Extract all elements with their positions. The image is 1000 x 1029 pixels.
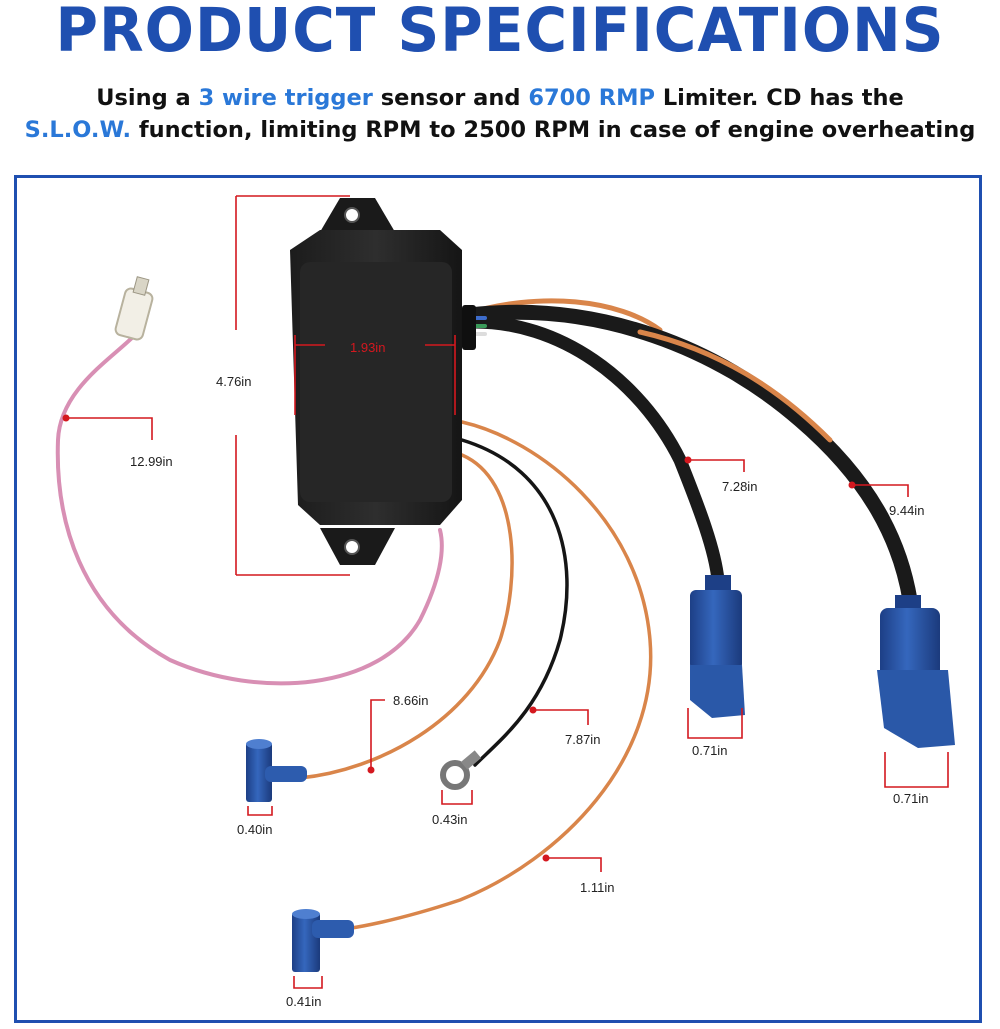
- dot-944: [848, 481, 856, 489]
- dim-043-line: [441, 790, 473, 805]
- cable-clip: [462, 305, 476, 350]
- dim-040-line: [247, 806, 273, 816]
- subtitle-line-2: S.L.O.W. function, limiting RPM to 2500 …: [0, 115, 1000, 145]
- subtitle-highlight: 3 wire trigger: [198, 85, 373, 111]
- dim-944-line: [852, 484, 909, 497]
- mount-hole-top: [344, 207, 360, 223]
- label-conn-small-width: 0.71in: [692, 743, 727, 758]
- dimension-labels: 4.76in 1.93in 12.99in 7.28in 9.44in 8.66…: [130, 340, 928, 1009]
- wires: [55, 298, 918, 932]
- cap-lower-arm: [312, 920, 354, 938]
- ring-terminal-barrel: [460, 750, 482, 770]
- label-orange-wire-2: 1.11in: [580, 880, 614, 895]
- dim-width-line: [294, 335, 456, 415]
- subtitle-highlight: 6700 RMP: [528, 85, 655, 111]
- connector-small-body: [690, 590, 742, 670]
- dim-071-large-line: [884, 752, 949, 788]
- label-connector-large: 9.44in: [889, 503, 924, 518]
- connector-large-end: [877, 670, 955, 748]
- mount-hole-bottom: [344, 539, 360, 555]
- cap-upper: [246, 739, 307, 802]
- dim-728-line: [688, 459, 745, 472]
- cd-module: [290, 198, 476, 565]
- orange-wire-short: [298, 453, 514, 780]
- dot-866: [367, 766, 375, 774]
- label-ring-width: 0.43in: [432, 812, 467, 827]
- connector-small-end: [690, 665, 745, 718]
- pink-terminal: [114, 276, 154, 341]
- harness-large-wrap: [637, 329, 833, 443]
- cap-upper-arm: [265, 766, 307, 782]
- diagram-frame: [14, 175, 982, 1023]
- subtitle-highlight: S.L.O.W.: [24, 117, 132, 143]
- module-face: [300, 262, 452, 502]
- connector-small: [690, 575, 745, 718]
- label-cap2-width: 0.41in: [286, 994, 321, 1009]
- label-orange-wire-1: 8.66in: [393, 693, 428, 708]
- subtitle-text: Using a: [96, 85, 199, 111]
- dot-787: [529, 706, 537, 714]
- subtitle-text: sensor and: [372, 85, 529, 111]
- dim-041-line: [293, 976, 323, 989]
- black-wire: [460, 438, 569, 767]
- subtitle-text: Limiter. CD has the: [654, 85, 904, 111]
- dim-height-line: [235, 195, 350, 576]
- dot-728: [684, 456, 692, 464]
- cap-upper-top: [246, 739, 272, 749]
- harness-large: [462, 304, 918, 608]
- dot-pink: [62, 414, 70, 422]
- connector-large: [877, 595, 955, 748]
- dim-787-line: [533, 709, 589, 725]
- terminal-sleeve: [114, 287, 154, 341]
- label-width: 1.93in: [350, 340, 385, 355]
- cap-lower-top: [292, 909, 320, 919]
- dim-866-line: [370, 699, 385, 770]
- connector-large-body: [880, 608, 940, 678]
- page-title: PRODUCT SPECIFICATIONS: [55, 0, 945, 66]
- terminal-tip: [132, 276, 150, 296]
- dim-pink-line: [66, 417, 153, 440]
- label-conn-large-width: 0.71in: [893, 791, 928, 806]
- harness-small: [463, 315, 725, 587]
- label-black-wire: 7.87in: [565, 732, 600, 747]
- label-cap1-width: 0.40in: [237, 822, 272, 837]
- ring-terminal: [440, 750, 482, 790]
- label-connector-small: 7.28in: [722, 479, 757, 494]
- cap-lower: [292, 909, 354, 972]
- pink-wire: [55, 333, 444, 686]
- dim-071-small-line: [687, 708, 743, 739]
- subtitle-line-1: Using a 3 wire trigger sensor and 6700 R…: [0, 83, 1000, 113]
- dimension-lines: [66, 195, 949, 989]
- orange-wire-long: [328, 420, 653, 932]
- cap-upper-body: [246, 742, 272, 802]
- dimension-dots: [62, 414, 856, 862]
- subtitle-text: function, limiting RPM to 2500 RPM in ca…: [131, 117, 976, 143]
- dim-111-line: [546, 857, 602, 872]
- ring-terminal-ring: [440, 760, 470, 790]
- dot-111: [542, 854, 550, 862]
- label-pink-wire: 12.99in: [130, 454, 173, 469]
- label-height: 4.76in: [216, 374, 251, 389]
